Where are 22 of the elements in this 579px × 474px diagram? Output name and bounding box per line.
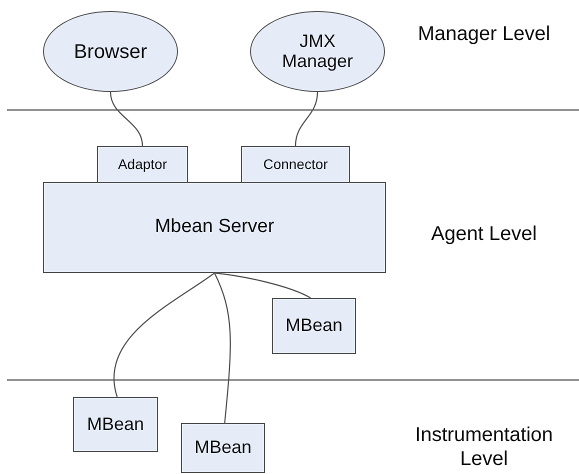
component-box [73,397,158,452]
level-label: Instrumentation Level [414,423,554,471]
node-label: Browser [74,40,148,62]
node-label: Mbean Server [154,217,274,238]
server-box [43,182,386,273]
node-label: MBean [285,316,343,336]
node-label: MBean [194,438,252,458]
node-label: Adaptor [118,156,168,172]
level-label: Manager Level [416,22,552,46]
connector-line [214,272,231,424]
adapter-box [97,146,188,183]
node-label: MBean [86,414,144,434]
connector-line [114,272,215,398]
connector-line [110,92,144,146]
connector-line [294,92,318,146]
component-box [272,298,356,354]
component-box [181,423,265,473]
connector-box [241,146,350,183]
connector-line [214,272,311,299]
level-label: Agent Level [430,222,538,246]
node-label: Connector [263,156,328,172]
node-label: JMX Manager [280,32,354,72]
